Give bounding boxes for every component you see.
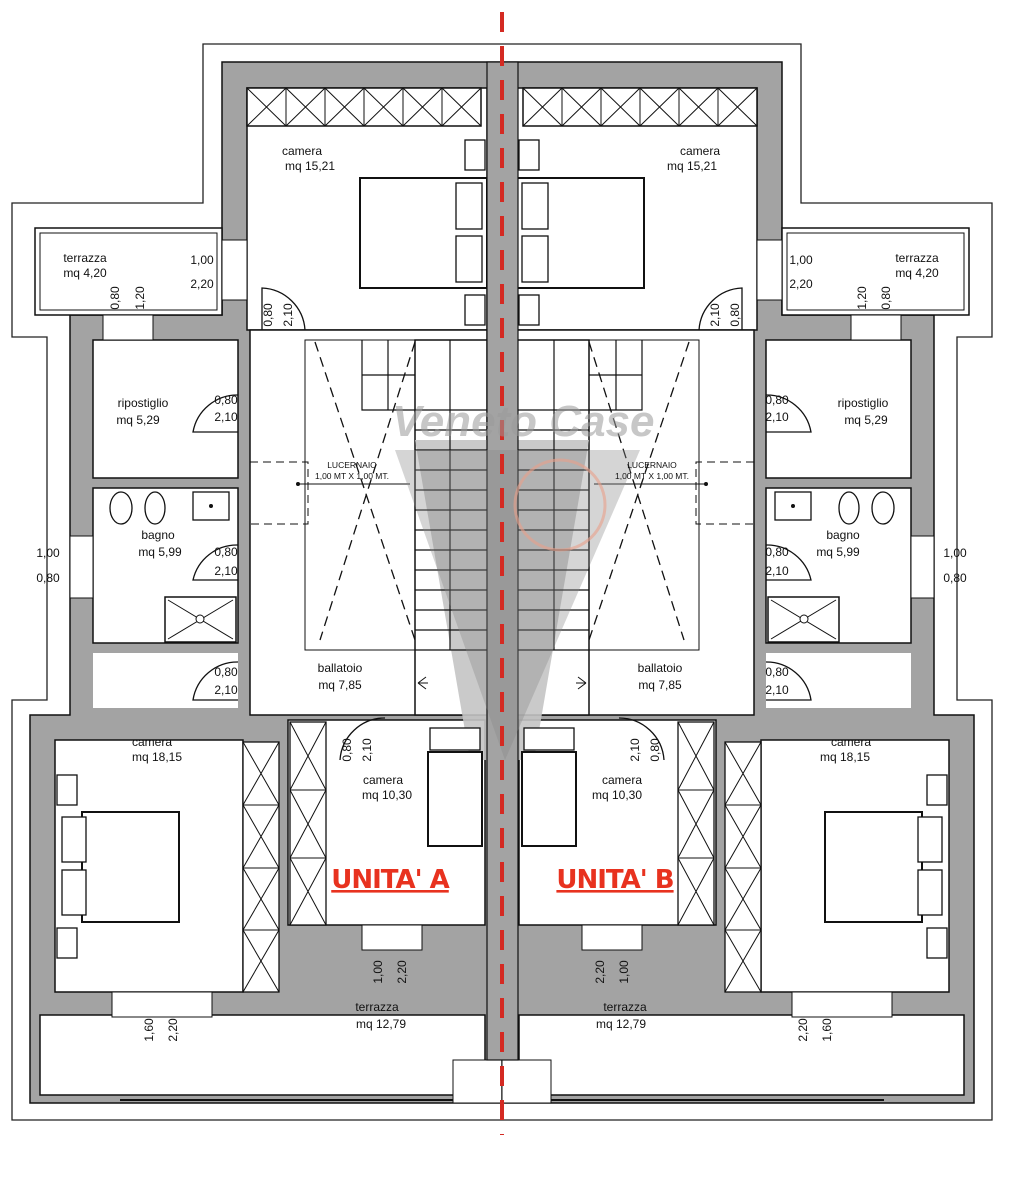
- dimension: 2,10: [765, 410, 789, 424]
- dimension: 1,20: [855, 286, 869, 310]
- unit-a-title: UNITA' A: [331, 865, 449, 895]
- dimension: 2,10: [628, 738, 642, 762]
- dimension: 2,20: [789, 277, 813, 291]
- room-name: camera: [680, 144, 720, 158]
- room-area: mq 10,30: [362, 788, 412, 802]
- dimension: 1,00: [617, 960, 631, 984]
- room-name: terrazza: [895, 251, 939, 265]
- dimension: 0,80: [648, 738, 662, 762]
- room-area: mq 12,79: [596, 1017, 646, 1031]
- skylight-size: 1,00 MT X 1,00 MT.: [615, 471, 689, 481]
- watermark-circle: [513, 458, 607, 552]
- room-area: mq 18,15: [820, 750, 870, 764]
- room-name: ballatoio: [638, 661, 683, 675]
- room-area: mq 5,29: [116, 413, 160, 427]
- watermark: Veneto Case: [392, 397, 654, 446]
- dimension: 1,20: [133, 286, 147, 310]
- dimension: 1,00: [943, 546, 967, 560]
- dimension: 0,80: [765, 665, 789, 679]
- dimension: 1,00: [371, 960, 385, 984]
- dimension: 1,60: [142, 1018, 156, 1042]
- room-name: ripostiglio: [838, 396, 889, 410]
- dimension: 2,20: [796, 1018, 810, 1042]
- dimension: 1,60: [820, 1018, 834, 1042]
- dimension: 2,10: [765, 683, 789, 697]
- dimension: 1,00: [789, 253, 813, 267]
- dimension: 2,20: [593, 960, 607, 984]
- room-name: bagno: [826, 528, 860, 542]
- room-area: mq 5,29: [844, 413, 888, 427]
- dimension: 2,10: [214, 683, 238, 697]
- room-area: mq 18,15: [132, 750, 182, 764]
- room-name: camera: [602, 773, 642, 787]
- room-name: camera: [363, 773, 403, 787]
- room-name: camera: [132, 735, 172, 749]
- room-area: mq 15,21: [667, 159, 717, 173]
- dimension: 0,80: [214, 393, 238, 407]
- room-area: mq 4,20: [895, 266, 939, 280]
- room-name: terrazza: [603, 1000, 647, 1014]
- dimension: 0,80: [108, 286, 122, 310]
- dimension: 0,80: [261, 303, 275, 327]
- room-name: ripostiglio: [118, 396, 169, 410]
- unit-a-labels: camera mq 15,21 terrazza mq 4,20 1,00 2,…: [36, 144, 450, 1042]
- room-name: ballatoio: [318, 661, 363, 675]
- dimension: 0,80: [340, 738, 354, 762]
- dimension: 2,10: [281, 303, 295, 327]
- room-name: terrazza: [355, 1000, 399, 1014]
- dimension: 0,80: [214, 665, 238, 679]
- room-area: mq 5,99: [816, 545, 860, 559]
- dimension: 2,20: [190, 277, 214, 291]
- room-area: mq 12,79: [356, 1017, 406, 1031]
- dimension: 0,80: [214, 545, 238, 559]
- watermark-triangle: [395, 450, 640, 760]
- dimension: 0,80: [36, 571, 60, 585]
- room-area: mq 5,99: [138, 545, 182, 559]
- dimension: 0,80: [728, 303, 742, 327]
- room-area: mq 4,20: [63, 266, 107, 280]
- dimension: 2,20: [166, 1018, 180, 1042]
- room-area: mq 10,30: [592, 788, 642, 802]
- unit-b-labels: camera mq 15,21 terrazza mq 4,20 1,00 2,…: [556, 144, 967, 1042]
- room-area: mq 7,85: [318, 678, 362, 692]
- dimension: 2,10: [708, 303, 722, 327]
- dimension: 0,80: [879, 286, 893, 310]
- skylight-label: LUCERNAIO: [627, 460, 677, 470]
- unit-b-title: UNITA' B: [556, 865, 673, 895]
- dimension: 2,10: [214, 410, 238, 424]
- dimension: 0,80: [765, 393, 789, 407]
- room-name: camera: [831, 735, 871, 749]
- skylight-label: LUCERNAIO: [327, 460, 377, 470]
- room-name: camera: [282, 144, 322, 158]
- dimension: 1,00: [36, 546, 60, 560]
- dimension: 2,20: [395, 960, 409, 984]
- skylight-size: 1,00 MT X 1,00 MT.: [315, 471, 389, 481]
- room-name: terrazza: [63, 251, 107, 265]
- unit-a-plan: [11, 43, 503, 1121]
- dimension: 2,10: [360, 738, 374, 762]
- dimension: 2,10: [765, 564, 789, 578]
- room-area: mq 7,85: [638, 678, 682, 692]
- dimension: 1,00: [190, 253, 214, 267]
- room-name: bagno: [141, 528, 175, 542]
- dimension: 2,10: [214, 564, 238, 578]
- dimension: 0,80: [943, 571, 967, 585]
- room-area: mq 15,21: [285, 159, 335, 173]
- dimension: 0,80: [765, 545, 789, 559]
